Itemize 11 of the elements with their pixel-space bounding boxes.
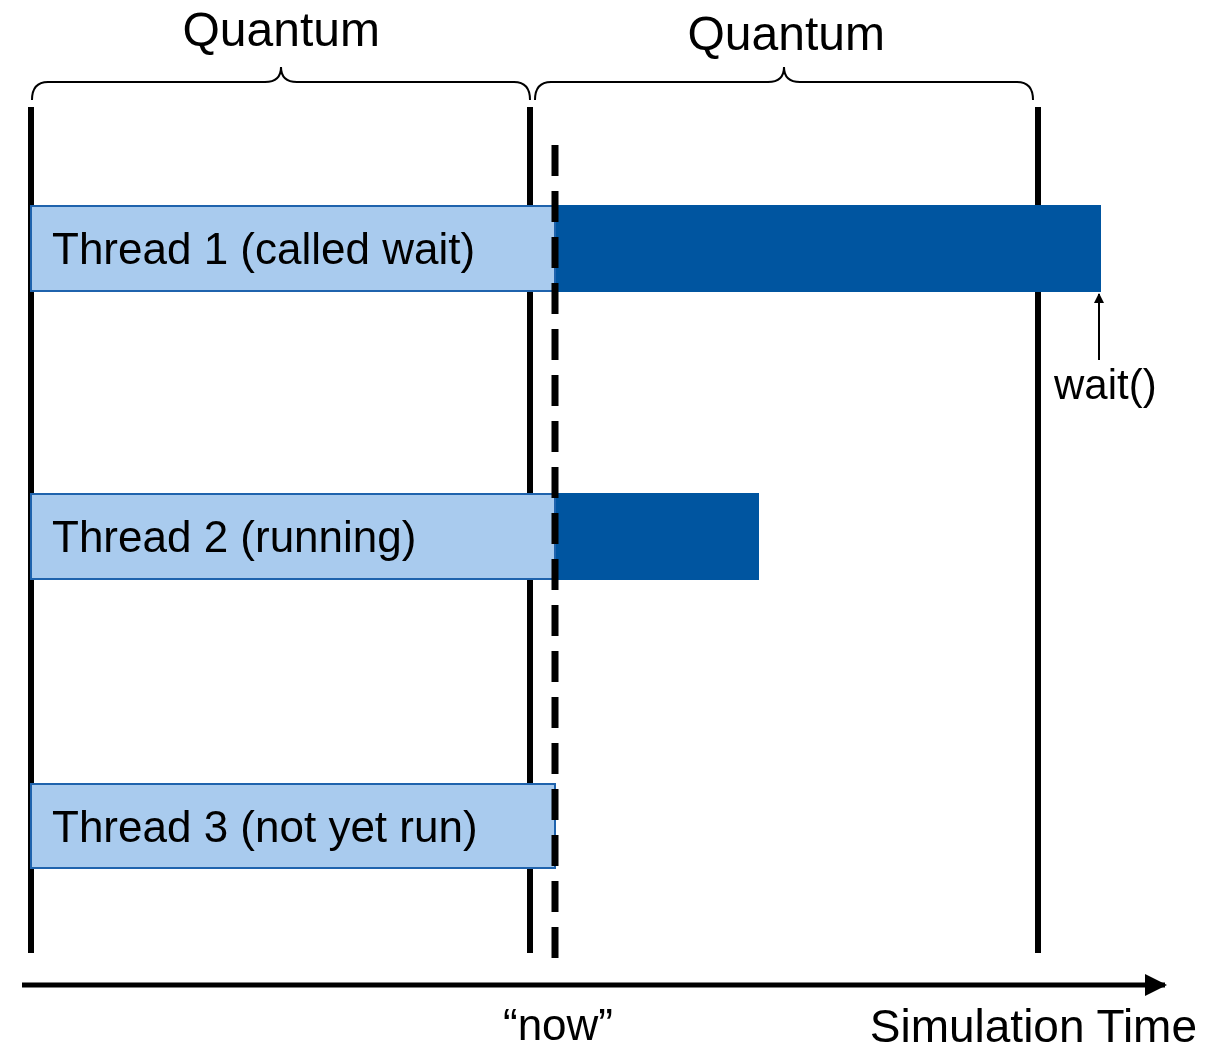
arrow xyxy=(1094,293,1104,361)
axis-title: Simulation Time xyxy=(869,1003,1197,1049)
quantum-label: Quantum xyxy=(182,6,380,54)
thread-bar: Thread 2 (running) xyxy=(30,493,556,580)
thread-bar: Thread 3 (not yet run) xyxy=(30,783,556,869)
now-label: “now” xyxy=(503,1003,614,1047)
quantum-label: Quantum xyxy=(687,10,885,58)
thread-bar: Thread 1 (called wait) xyxy=(30,205,556,292)
execution-bar xyxy=(556,205,1101,292)
event-label: wait() xyxy=(1054,362,1170,408)
execution-bar xyxy=(556,493,759,580)
